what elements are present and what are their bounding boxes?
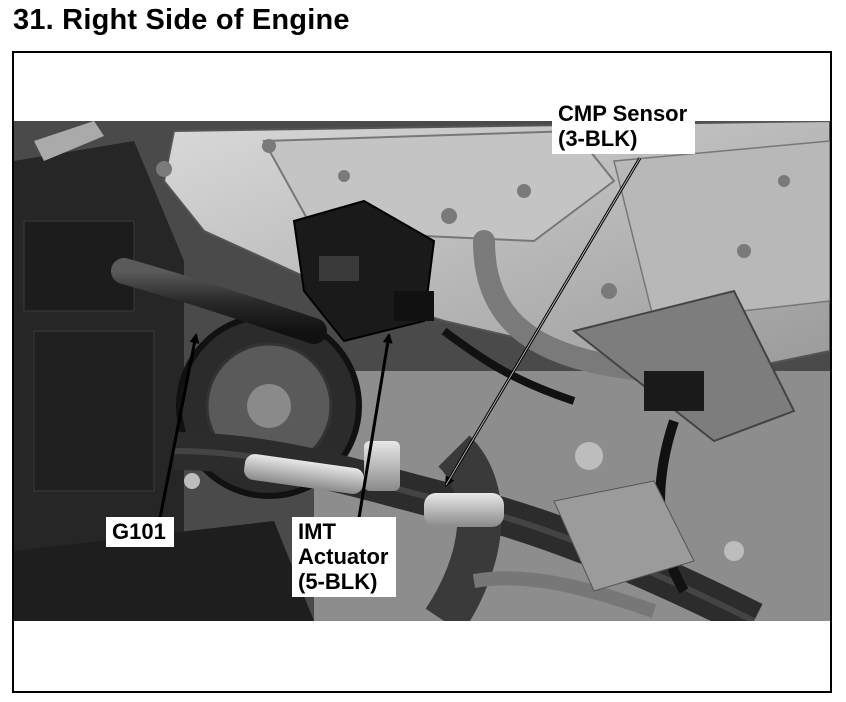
g101-callout: G101: [106, 517, 174, 547]
page-title: 31. Right Side of Engine: [13, 4, 350, 36]
imt-actuator-label-1: IMT: [298, 519, 336, 544]
cmp-sensor-connector: (3-BLK): [558, 126, 638, 151]
g101-label: G101: [112, 519, 166, 544]
imt-actuator-connector: (5-BLK): [298, 569, 378, 594]
imt-actuator-label-2: Actuator: [298, 544, 389, 569]
imt-actuator-callout: IMT Actuator (5-BLK): [292, 517, 397, 597]
cmp-sensor-label: CMP Sensor: [558, 101, 688, 126]
figure-frame: CMP Sensor (3-BLK) G101 IMT Actuator (5-…: [12, 51, 832, 693]
cmp-sensor-callout: CMP Sensor (3-BLK): [552, 99, 696, 154]
